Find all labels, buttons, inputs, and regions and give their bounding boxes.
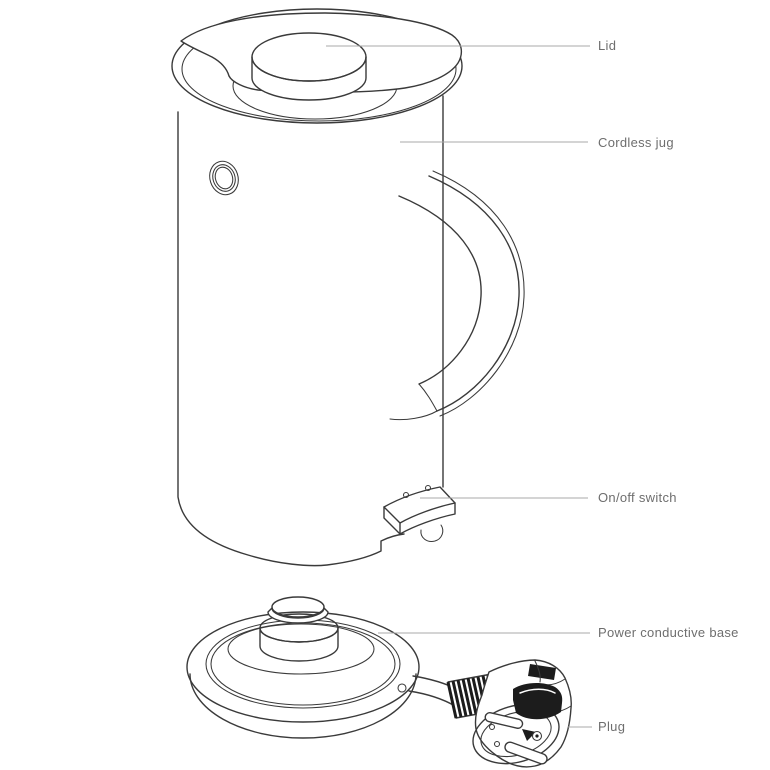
label-cordless-jug: Cordless jug (598, 135, 674, 150)
label-plug: Plug (598, 719, 625, 734)
plug-pin-lower (504, 741, 548, 765)
plug-face-outer (472, 703, 560, 765)
plug-drawing (446, 659, 572, 768)
label-power-conductive-base: Power conductive base (598, 625, 739, 640)
handle-drawing (389, 170, 525, 421)
label-lid: Lid (598, 38, 616, 53)
jug-rim-outer (171, 8, 463, 124)
indicator-light-drawing (209, 160, 239, 196)
leader-lines (326, 45, 592, 728)
jug-body-left-bottom-outline (177, 111, 405, 567)
power-base-drawing (186, 596, 420, 739)
labels: Lid Cordless jug On/off switch Power con… (598, 38, 739, 734)
base-bottom-edge (189, 673, 417, 739)
base-connector-puck (259, 627, 339, 662)
label-on-off-switch: On/off switch (598, 490, 677, 505)
lid-knob-top (251, 32, 367, 82)
base-outer-rim (186, 611, 420, 723)
cordless-jug-drawing (171, 8, 525, 567)
base-connector-knob (267, 607, 329, 624)
plug-top-tab (528, 664, 556, 680)
cord-exit-grommet (397, 683, 407, 693)
plug-cable-channel (513, 683, 563, 720)
plug-pin-upper (484, 712, 524, 729)
lid-drawing (180, 12, 463, 101)
lid-plate-outline (180, 12, 463, 94)
on-off-switch-drawing (383, 484, 456, 542)
